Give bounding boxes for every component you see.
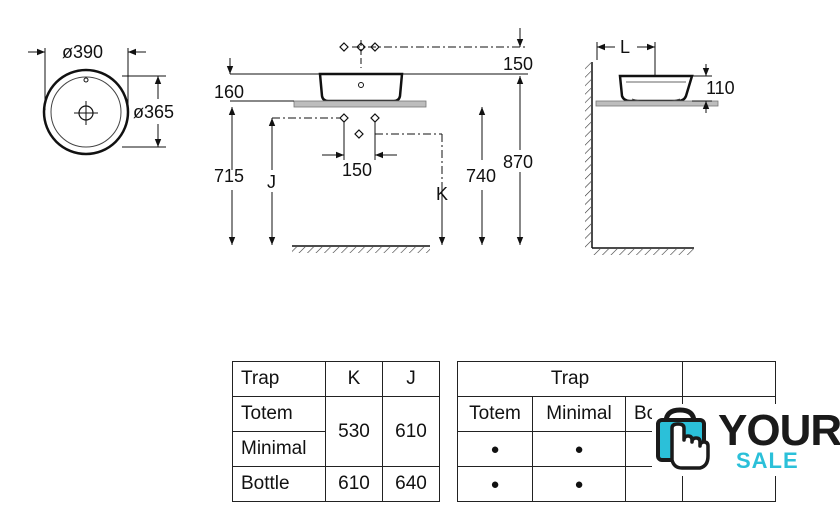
trap-name: Bottle: [232, 466, 326, 502]
compat-dot: ●: [457, 466, 533, 502]
table-row: Totem 530 610: [232, 396, 440, 467]
header-empty: [682, 361, 776, 397]
shopping-bag-hand-icon: [656, 407, 710, 470]
column-minimal: Minimal: [532, 396, 626, 432]
j-value: 610: [382, 396, 440, 467]
j-label: J: [267, 172, 276, 192]
header-trap: Trap: [457, 361, 683, 397]
logo-word-your: YOUR: [718, 406, 840, 455]
height-715-label: 715: [214, 166, 244, 186]
height-870-label: 870: [503, 152, 533, 172]
compat-dot: ●: [532, 431, 626, 467]
compat-dot: ●: [457, 431, 533, 467]
inner-diameter-label: ø365: [133, 102, 174, 122]
rim-height-label: 160: [214, 82, 244, 102]
table-header-row: Trap: [457, 361, 776, 397]
basin-outer-circle: [42, 68, 130, 156]
waste-offset-label: 150: [342, 160, 372, 180]
floor-hatch: [292, 247, 430, 253]
header-trap: Trap: [232, 361, 326, 397]
table-row: Minimal: [232, 431, 440, 467]
height-740-label: 740: [466, 166, 496, 186]
trap-dimensions-table: Trap K J Totem 530 610 Minimal Bottle 61…: [232, 361, 440, 502]
table-row: Bottle 610 640: [232, 466, 440, 502]
your-sale-logo: YOUR SALE: [652, 404, 840, 476]
wall-hatch: [585, 62, 591, 248]
header-j: J: [382, 361, 440, 397]
top-view: ø390 ø365: [28, 42, 174, 156]
table-header-row: Trap K J: [232, 361, 440, 397]
outer-diameter-label: ø390: [62, 42, 103, 62]
l-label: L: [620, 37, 630, 57]
trap-name: Totem: [232, 396, 326, 432]
basin-side-profile: [618, 74, 694, 103]
column-totem: Totem: [457, 396, 533, 432]
depth-label: 110: [706, 78, 735, 98]
header-k: K: [325, 361, 383, 397]
k-label: K: [436, 184, 448, 204]
trap-name: Minimal: [232, 431, 326, 467]
compat-dot: ●: [532, 466, 626, 502]
k-value: 530: [325, 396, 383, 467]
j-value: 640: [382, 466, 440, 502]
top-offset-label: 150: [503, 54, 533, 74]
basin-inner-circle: [50, 76, 122, 148]
side-view: L 110: [585, 37, 735, 255]
front-view: 150 160 150 715 J K 740 870: [214, 28, 533, 253]
logo-word-sale: SALE: [736, 448, 799, 473]
k-value: 610: [325, 466, 383, 502]
countertop: [293, 100, 427, 108]
